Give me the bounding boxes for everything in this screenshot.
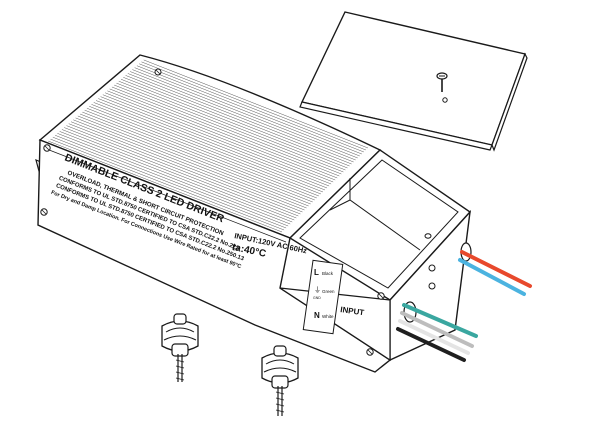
heatsink-fin — [66, 125, 299, 217]
heatsink-fins — [48, 59, 369, 233]
heatsink-fin — [104, 92, 334, 183]
wire-black — [396, 327, 466, 362]
heatsink-fin — [93, 102, 324, 193]
heatsink-fin — [129, 71, 356, 161]
heatsink-fin — [114, 84, 342, 175]
heatsink-fin — [118, 80, 346, 171]
heatsink-fin — [132, 69, 358, 159]
screw-icon — [43, 144, 51, 152]
heatsink-fin — [55, 135, 289, 227]
heatsink-fin — [82, 111, 313, 203]
input-wires — [396, 250, 532, 362]
heatsink-fin — [120, 79, 348, 169]
heatsink-fin — [61, 129, 295, 221]
heatsink-fin — [77, 115, 309, 207]
driver-housing-top — [38, 54, 382, 239]
ground-symbol-icon: ⏚ — [314, 286, 321, 294]
heatsink-fin — [136, 65, 362, 155]
heatsink-fin — [125, 75, 352, 165]
heatsink-fin — [86, 107, 317, 199]
wire-red — [460, 250, 532, 288]
heatsink-fin — [91, 104, 322, 195]
driver-housing-front — [37, 138, 392, 373]
heatsink-fin — [111, 86, 340, 177]
heatsink-fin — [59, 131, 293, 223]
heatsink-fin — [95, 100, 326, 191]
housing-screws — [40, 68, 385, 356]
heatsink-fin — [50, 138, 285, 231]
heatsink-fin — [102, 94, 332, 185]
heatsink-fin — [89, 106, 319, 197]
heatsink-fin — [64, 127, 297, 219]
heatsink-fin — [80, 113, 311, 205]
heatsink-fin — [68, 123, 301, 215]
cable-connector-icon — [161, 313, 199, 382]
ground-wire-color-label: Green — [322, 289, 335, 294]
neutral-wire-color-label: White — [322, 314, 334, 319]
heatsink-fin — [134, 67, 360, 157]
cable-connector-icon — [261, 345, 299, 416]
heatsink-fin — [127, 73, 354, 163]
heatsink-fin — [57, 133, 291, 225]
heatsink-fin — [139, 63, 364, 153]
heatsink-fin — [143, 59, 369, 149]
heatsink-fin — [141, 61, 367, 151]
screw-icon — [366, 348, 374, 356]
heatsink-fin — [107, 90, 336, 181]
wire-blue — [458, 258, 526, 296]
line-terminal-letter: L — [314, 268, 319, 277]
heatsink-fin — [100, 96, 330, 187]
cover-screw-icon — [436, 72, 448, 103]
screw-icon — [40, 208, 48, 216]
heatsink-fin — [48, 140, 283, 233]
screw-icon — [154, 68, 162, 76]
input-terminal-panel: L Black ⏚ Green GND N White INPUT — [302, 259, 365, 335]
heatsink-fin — [75, 117, 307, 209]
wire-gray — [400, 311, 474, 348]
heatsink-fin — [98, 98, 328, 189]
heatsink-fin — [70, 121, 303, 213]
heatsink-fin — [123, 77, 350, 167]
junction-box-cover — [299, 11, 528, 152]
line-wire-color-label: Black — [322, 271, 334, 276]
heatsink-fin — [73, 119, 305, 211]
heatsink-fin — [116, 82, 344, 173]
heatsink-fin — [52, 136, 287, 229]
heatsink-fin — [84, 109, 315, 201]
ground-label: GND — [313, 296, 321, 300]
wire-white — [398, 319, 470, 355]
input-label: INPUT — [340, 305, 365, 317]
neutral-terminal-letter: N — [314, 311, 320, 320]
heatsink-fin — [109, 88, 338, 179]
wire-teal — [402, 303, 478, 338]
screw-icon — [377, 292, 385, 300]
